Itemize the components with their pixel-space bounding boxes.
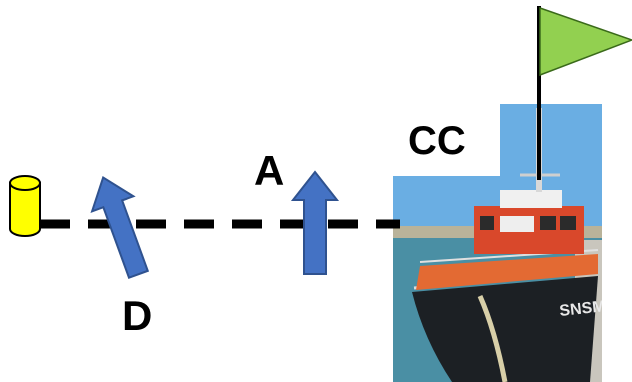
cabin-window [500,216,534,232]
flag [539,6,632,77]
cabin-window [480,216,494,230]
wheelhouse [500,190,562,208]
pin-buoy [9,175,41,237]
arrow-a-label: A [254,147,285,194]
committee-boat-label: CC [408,119,466,163]
mooring-rope [477,294,508,382]
arrow-d [90,175,150,279]
boat-hull [412,276,598,382]
hull-lettering: SNSM [559,298,607,320]
cabin-window [540,216,556,230]
arrow-a [290,170,340,275]
cabin-window [560,216,576,230]
arrow-d-label: D [122,292,153,339]
boat-deck [416,254,598,290]
